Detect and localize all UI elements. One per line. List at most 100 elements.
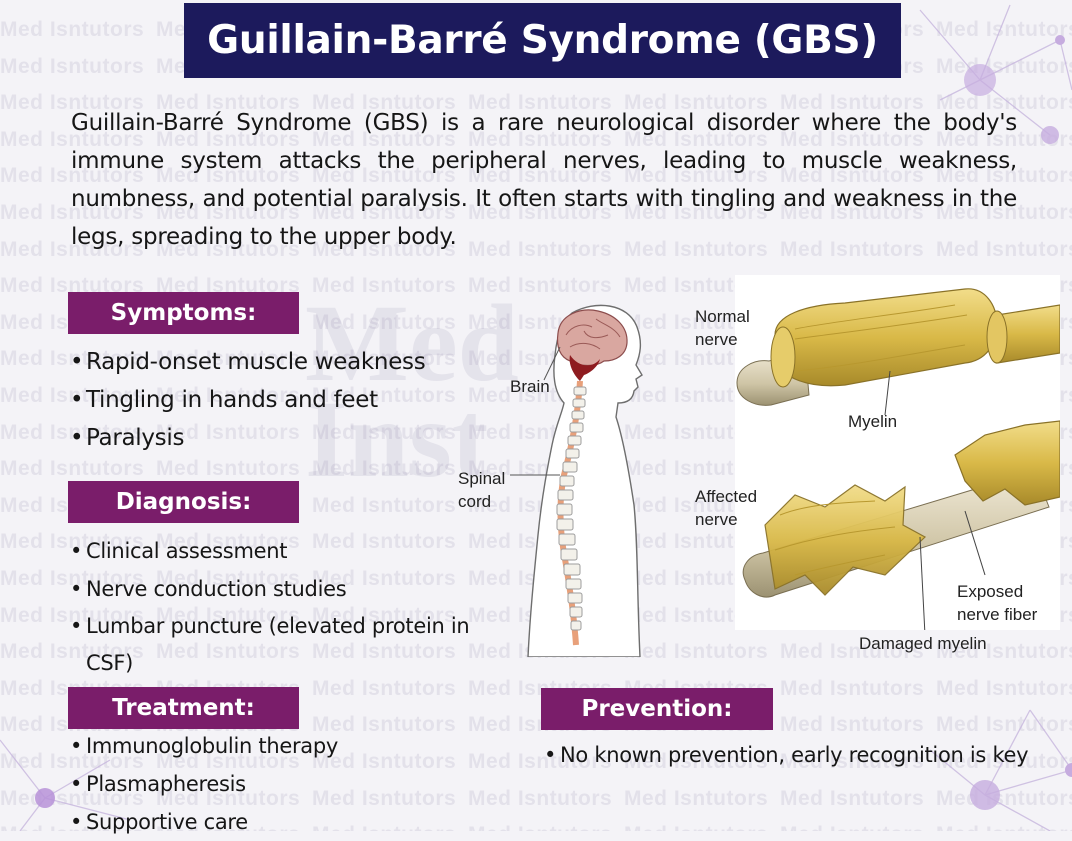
watermark-text: Med Isntutors [468,823,624,831]
treatment-heading-text: Treatment: [112,695,255,721]
watermark-text: Med Isntutors [0,274,145,298]
brain-shape [556,309,628,367]
watermark-text: Med Isntutors [312,164,457,188]
watermark-text: Med Isntutors [936,786,1072,810]
list-item: Paralysis [70,419,450,457]
watermark-text: Med Isntutors [936,164,1072,188]
watermark-text: Med Isntutors [624,310,769,334]
watermark-text: Med Isntutors [156,274,301,298]
watermark-text: Med Isntutors [624,237,769,261]
watermark-text: Med Isntutors [936,676,1072,700]
watermark-text: Med Isntutors [624,786,769,810]
list-item: Plasmapheresis [70,765,450,803]
watermark-row: Med Isntutors Med Isntutors Med Isntutors M… [0,128,1072,152]
watermark-text: Med Isntutors [780,640,925,664]
watermark-text: Med Isntutors [936,640,1072,664]
diagnosis-heading: Diagnosis: [68,481,299,523]
watermark-text: Med Isntutors [312,274,457,298]
watermark-text: Med Isntutors [624,640,769,664]
label-normal-nerve: Normal nerve [695,307,750,349]
watermark-text: Med Isntutors [624,91,769,115]
watermark-text: Med Isntutors [780,823,936,831]
prevention-heading: Prevention: [541,688,773,730]
watermark-text: Med Isntutors [468,91,613,115]
watermark-text: Med Isntutors [780,127,925,151]
label-spinal-cord: Spinal cord [458,469,506,511]
watermark-text: Med Isntutors [312,91,457,115]
watermark-row: Med Isntutors Med Isntutors Med Isntutors M… [0,164,1072,188]
watermark-text: Med Isntutors [780,91,925,115]
watermark-text: Med Isntutors [624,201,769,224]
label-brain: Brain [510,377,550,396]
watermark-text: Med Isntutors [468,127,613,151]
watermark-text: Med Isntutors [468,786,613,810]
watermark-text: Med Isntutors [936,237,1072,261]
symptoms-heading: Symptoms: [68,292,299,334]
label-exposed-nerve-fiber: Exposed nerve fiber [957,582,1038,624]
watermark-row: Med Isntutors Med Isntutors Med Isntutors M… [0,201,1072,225]
watermark-text: Med Isntutors [156,127,301,151]
watermark-text: Med Isntutors [936,201,1072,224]
list-item: Lumbar puncture (elevated protein in CSF… [70,608,470,682]
watermark-text: Med Isntutors [468,201,613,224]
watermark-text: Med Isntutors [0,201,145,224]
watermark-text: Med Isntutors [312,676,457,700]
prevention-heading-text: Prevention: [581,696,733,722]
affected-nerve-shape [742,420,1060,598]
symptoms-heading-text: Symptoms: [110,300,257,326]
list-item: Supportive care [70,803,450,841]
body-spine-illustration [510,304,643,657]
vertebrae [556,386,587,631]
watermark-text: Med Isntutors [624,457,769,481]
watermark-text: Med Isntutors [312,493,457,517]
list-item: Immunoglobulin therapy [70,727,450,765]
watermark-text: Med Isntutors [624,384,769,407]
title-banner: Guillain-Barré Syndrome (GBS) [184,3,901,78]
watermark-text: Med Isntutors [0,237,145,261]
watermark-text: Med Isntutors [780,713,925,737]
watermark-text: Med Isntutors [156,237,301,261]
diagnosis-heading-text: Diagnosis: [115,489,252,515]
list-item: Rapid-onset muscle weakness [70,343,450,381]
watermark-text: Med Isntutors [156,91,301,115]
list-item: Tingling in hands and feet [70,381,450,419]
normal-nerve-shape [736,288,1060,406]
watermark-text: Med Isntutors [624,493,769,517]
treatment-heading: Treatment: [68,687,299,729]
prevention-list: No known prevention, early recognition i… [544,738,1044,772]
watermark-text: Med Isntutors [624,420,769,444]
watermark-text: Med Isntutors [936,127,1072,151]
diagnosis-list: Clinical assessment Nerve conduction stu… [70,532,470,682]
list-item: No known prevention, early recognition i… [544,738,1044,772]
list-item: Clinical assessment [70,532,470,570]
brainstem-shape [569,355,600,381]
watermark-text: Med Isntutors [624,603,769,627]
watermark-text: Med Isntutors [468,164,613,188]
watermark-text: Med Isntutors [468,237,613,261]
page-title: Guillain-Barré Syndrome (GBS) [207,18,878,63]
watermark-text: Med Isntutors [312,127,457,151]
label-myelin: Myelin [848,412,898,431]
watermark-text: Med Isntutors [624,164,769,188]
label-affected-nerve: Affected nerve [695,487,758,529]
watermark-text: Med Isntutors [936,18,1072,41]
watermark-text: Med Isntutors [468,274,613,298]
watermark-text: Med Isntutors [156,164,301,188]
treatment-list: Immunoglobulin therapy Plasmapheresis Su… [70,727,450,841]
watermark-text: Med Isntutors [624,274,769,298]
watermark-text: Med Isntutors [624,127,769,151]
watermark-text: Med Isntutors [0,18,145,41]
network-decoration-top-right [919,4,1072,144]
watermark-text: Med Isntutors [624,567,769,590]
watermark-text: Med Isntutors [936,91,1072,115]
watermark-text: Med Isntutors [624,530,769,554]
watermark-text: Med Isntutors [0,127,145,151]
watermark-text: Med Isntutors [156,457,301,481]
nerve-illustration [735,275,1060,630]
watermark-text: Med Isntutors [936,823,1072,831]
watermark-text: Med Isntutors [0,91,145,115]
symptoms-list: Rapid-onset muscle weakness Tingling in … [70,343,450,457]
body-outline [527,304,643,657]
watermark-text: Med Isntutors [780,786,925,810]
watermark-text: Med Isntutors [0,164,145,188]
